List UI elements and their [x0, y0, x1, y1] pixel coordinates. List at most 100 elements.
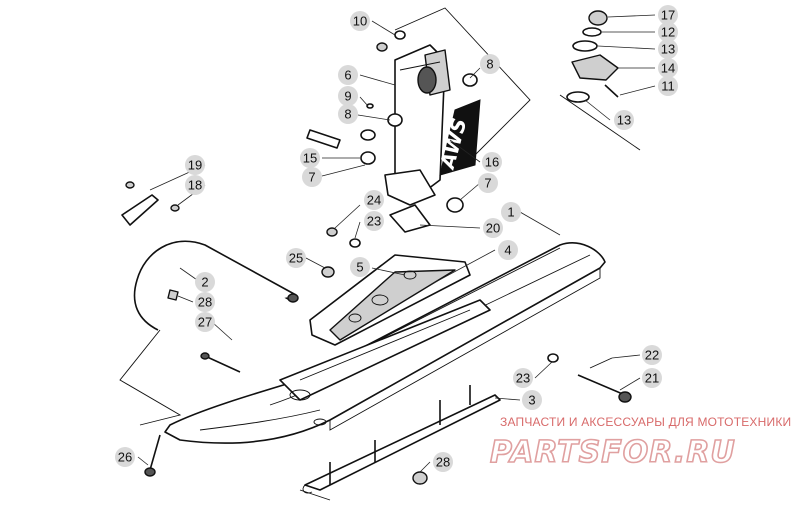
bolt-21	[577, 374, 626, 396]
svg-text:7: 7	[308, 170, 315, 185]
leader-lines	[137, 14, 656, 473]
callout-10: 10	[350, 11, 370, 31]
svg-text:2: 2	[201, 275, 208, 290]
svg-text:28: 28	[436, 455, 450, 470]
svg-text:23: 23	[516, 371, 530, 386]
nut-25	[321, 266, 335, 278]
svg-text:14: 14	[661, 61, 675, 76]
svg-text:27: 27	[198, 315, 212, 330]
pin-22	[589, 357, 613, 369]
svg-text:18: 18	[188, 178, 202, 193]
ski-loop	[133, 240, 299, 331]
svg-text:5: 5	[356, 260, 363, 275]
svg-text:15: 15	[303, 151, 317, 166]
callout-15: 15	[300, 148, 320, 168]
nut-28b	[412, 471, 428, 485]
callout-17: 17	[658, 5, 678, 25]
svg-text:4: 4	[504, 243, 511, 258]
bracket-19	[121, 194, 159, 226]
watermark-tagline: ЗАПЧАСТИ И АКСЕССУАРЫ ДЛЯ МОТОТЕХНИКИ	[500, 415, 791, 429]
svg-text:25: 25	[289, 251, 303, 266]
bushing-15	[306, 129, 341, 149]
nut-18	[170, 204, 180, 212]
callout-26: 26	[115, 447, 135, 467]
callouts: 10 17 12 13 14 11 13 6 8 9 8 15 7 16 7 1…	[115, 5, 678, 472]
callout-23: 23	[364, 211, 384, 231]
bushing-7b	[446, 197, 464, 213]
nut-28a	[167, 289, 179, 301]
svg-text:11: 11	[661, 79, 675, 94]
washer-12	[582, 27, 602, 37]
watermark: ЗАПЧАСТИ И АКСЕССУАРЫ ДЛЯ МОТОТЕХНИКИ PA…	[489, 415, 791, 471]
bushing-8a	[360, 129, 376, 141]
bolt-26	[149, 434, 161, 471]
callout-20: 20	[483, 218, 503, 238]
callout-11: 11	[658, 76, 678, 96]
svg-text:13: 13	[617, 113, 631, 128]
svg-text:6: 6	[344, 68, 351, 83]
washer-10	[394, 30, 406, 40]
svg-text:7: 7	[484, 176, 491, 191]
bushing-8b	[387, 113, 403, 127]
svg-text:16: 16	[485, 155, 499, 170]
callout-12: 12	[658, 22, 678, 42]
svg-text:3: 3	[528, 393, 535, 408]
callout-16: 16	[482, 152, 502, 172]
svg-text:8: 8	[344, 107, 351, 122]
callout-1: 1	[501, 202, 521, 222]
callout-25: 25	[286, 248, 306, 268]
washer-13b	[566, 91, 590, 103]
callout-28: 28	[195, 292, 215, 312]
svg-text:26: 26	[118, 450, 132, 465]
bumper-20	[389, 204, 431, 233]
callout-18: 18	[185, 175, 205, 195]
callout-5: 5	[350, 257, 370, 277]
svg-text:19: 19	[188, 158, 202, 173]
svg-text:10: 10	[353, 14, 367, 29]
svg-text:20: 20	[486, 221, 500, 236]
svg-text:9: 9	[344, 89, 351, 104]
washer-23a	[349, 238, 361, 248]
callout-9: 9	[338, 86, 358, 106]
svg-text:21: 21	[645, 371, 659, 386]
spindle-saddle	[279, 254, 491, 401]
bushing-7a	[360, 151, 376, 165]
svg-text:17: 17	[661, 8, 675, 23]
callout-14: 14	[658, 58, 678, 78]
callout-23: 23	[513, 368, 533, 388]
svg-text:28: 28	[198, 295, 212, 310]
svg-text:23: 23	[367, 214, 381, 229]
callout-7: 7	[302, 167, 322, 187]
wear-bar	[302, 385, 501, 494]
bolt-11	[604, 84, 619, 98]
callout-2: 2	[195, 272, 215, 292]
callout-28: 28	[433, 452, 453, 472]
callout-8: 8	[480, 54, 500, 74]
bolt-27	[204, 355, 241, 373]
callout-22: 22	[642, 345, 662, 365]
svg-text:12: 12	[661, 25, 675, 40]
callout-13: 13	[614, 110, 634, 130]
callout-21: 21	[642, 368, 662, 388]
fitting-9	[366, 103, 374, 109]
svg-text:22: 22	[645, 348, 659, 363]
callout-3: 3	[522, 390, 542, 410]
callout-19: 19	[185, 155, 205, 175]
callout-7: 7	[478, 173, 498, 193]
callout-27: 27	[195, 312, 215, 332]
washer-13a	[572, 40, 598, 52]
cap-17	[588, 10, 608, 26]
callout-6: 6	[338, 65, 358, 85]
svg-text:24: 24	[367, 193, 381, 208]
hardware	[121, 30, 632, 485]
spindle-cap-assembly	[566, 10, 619, 103]
bushing-8c	[462, 73, 478, 87]
assembly-outline	[119, 7, 641, 501]
callout-8: 8	[338, 104, 358, 124]
svg-text:1: 1	[507, 205, 514, 220]
nut-24	[326, 227, 338, 237]
spindle	[384, 44, 451, 206]
clamp-14	[571, 54, 619, 81]
